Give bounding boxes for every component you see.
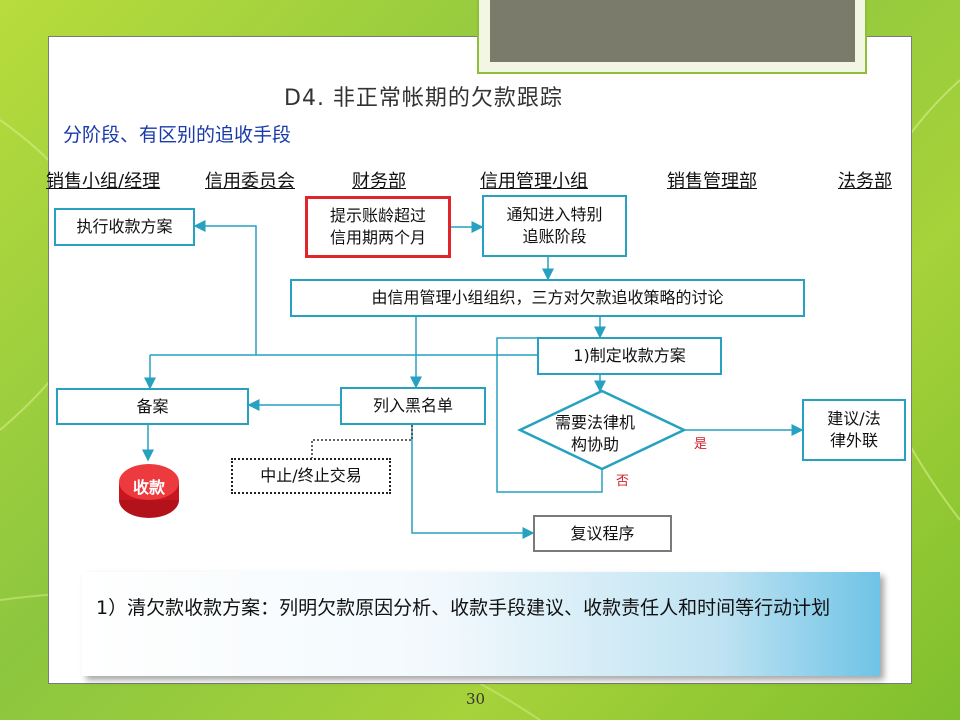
page-number: 30: [466, 690, 486, 708]
collect-node-shape: [119, 464, 179, 518]
lane-sales-management: 销售管理部: [667, 171, 757, 192]
node-stop-trade: 中止/终止交易: [231, 458, 391, 494]
header-decoration-panel: [490, 0, 855, 62]
node-execute-plan: 执行收款方案: [54, 208, 195, 246]
node-record: 备案: [56, 388, 249, 425]
node-need-legal: 需要法律机 构协助: [554, 413, 635, 454]
node-make-plan: 1)制定收款方案: [537, 337, 722, 375]
node-review: 复议程序: [533, 515, 672, 552]
edge-label-yes: 是: [694, 437, 708, 452]
lane-credit-management: 信用管理小组: [480, 171, 588, 192]
slide-title: D4. 非正常帐期的欠款跟踪: [284, 86, 563, 111]
node-collect: 收款: [132, 478, 165, 497]
edge-label-no: 否: [616, 474, 630, 489]
slide-subtitle: 分阶段、有区别的追收手段: [63, 124, 292, 146]
lane-finance: 财务部: [352, 171, 406, 192]
decision-diamond: [517, 389, 687, 471]
lane-legal: 法务部: [838, 171, 892, 192]
node-notify-special: 通知进入特别 追账阶段: [482, 195, 627, 257]
note-text: 1）清欠款收款方案：列明欠款原因分析、收款手段建议、收款责任人和时间等行动计划: [96, 597, 831, 619]
node-blacklist: 列入黑名单: [340, 387, 486, 425]
lane-credit-committee: 信用委员会: [205, 171, 295, 192]
node-discussion: 由信用管理小组组织，三方对欠款追收策略的讨论: [290, 279, 805, 317]
lane-sales-team: 销售小组/经理: [46, 171, 161, 192]
node-alert-overdue: 提示账龄超过 信用期两个月: [305, 196, 451, 258]
node-legal-advice: 建议/法 律外联: [802, 399, 906, 461]
note-callout: 1）清欠款收款方案：列明欠款原因分析、收款手段建议、收款责任人和时间等行动计划: [82, 572, 880, 676]
